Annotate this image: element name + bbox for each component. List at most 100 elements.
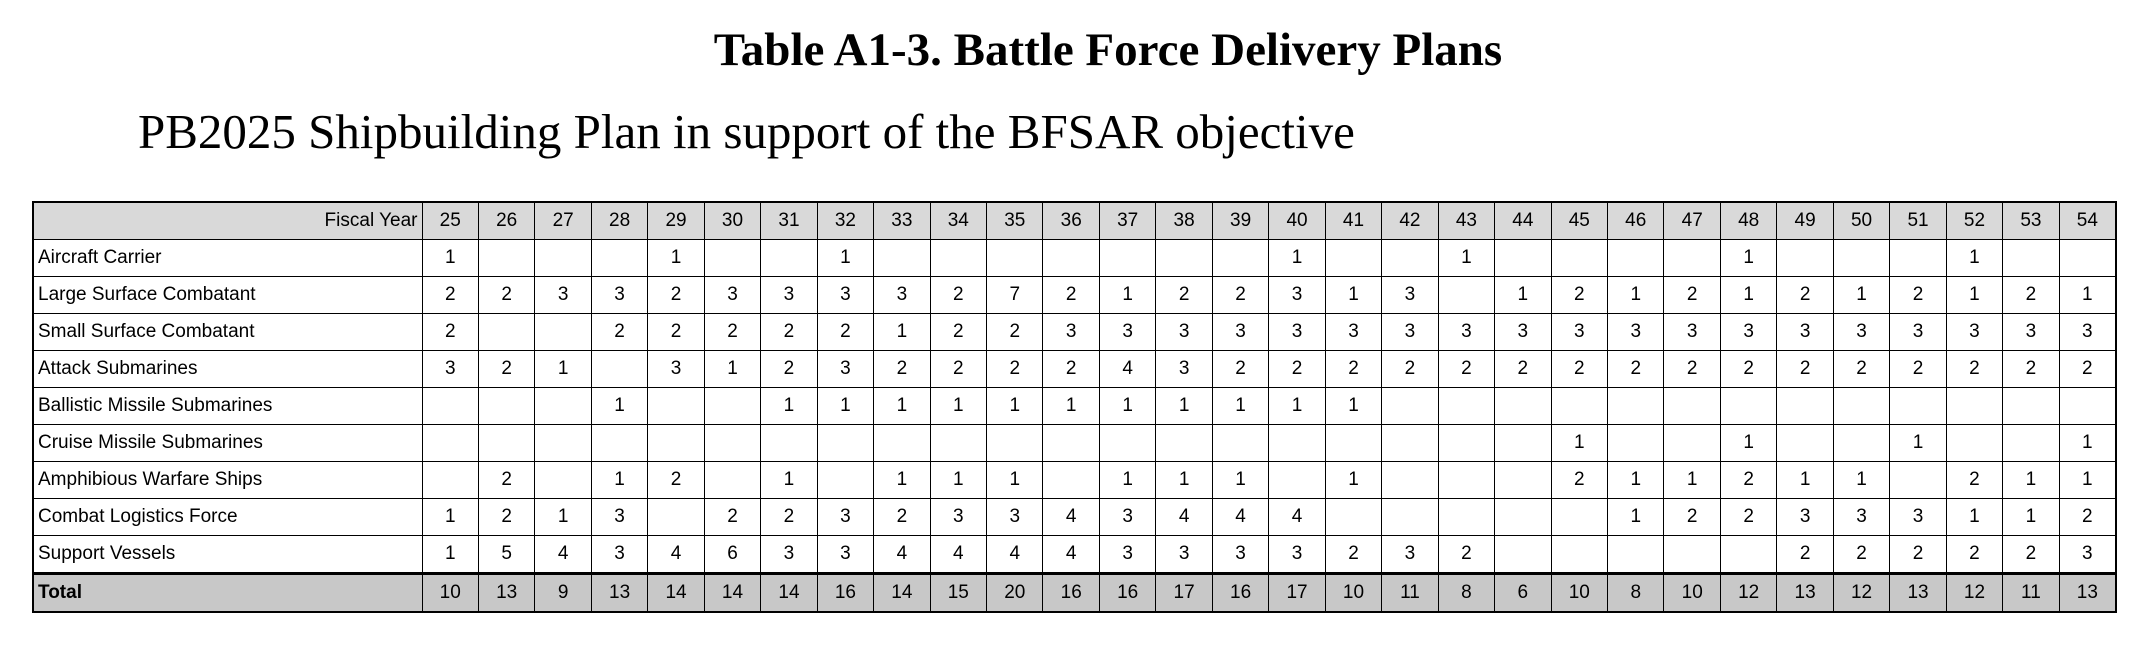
value-cell (703, 239, 762, 277)
value-cell: 2 (1042, 276, 1100, 314)
value-cell (1663, 387, 1721, 425)
value-cell: 1 (590, 387, 649, 425)
row-label: Attack Submarines (32, 350, 423, 388)
value-cell: 1 (2002, 498, 2060, 536)
value-cell (929, 239, 988, 277)
value-cell: 3 (1268, 276, 1326, 314)
value-cell: 2 (2002, 535, 2060, 574)
value-cell (1607, 535, 1665, 574)
value-cell: 1 (1042, 387, 1100, 425)
value-cell: 3 (590, 276, 649, 314)
value-cell: 14 (873, 572, 931, 613)
value-cell: 2 (1832, 535, 1891, 574)
value-cell: 3 (816, 276, 875, 314)
value-cell (1042, 239, 1100, 277)
fiscal-year-cell: 38 (1155, 201, 1213, 240)
value-cell: 2 (2058, 498, 2117, 536)
value-cell (534, 313, 592, 351)
value-cell: 4 (647, 535, 705, 574)
value-cell (1550, 535, 1609, 574)
value-cell: 2 (1663, 276, 1721, 314)
value-cell: 2 (986, 313, 1044, 351)
value-cell (1607, 424, 1665, 462)
value-cell: 1 (1663, 461, 1721, 499)
row-label: Total (32, 572, 423, 613)
value-cell: 13 (2058, 572, 2117, 613)
value-cell: 1 (760, 387, 818, 425)
value-cell (1324, 424, 1383, 462)
value-cell: 2 (421, 276, 479, 314)
value-cell: 2 (1381, 350, 1439, 388)
value-cell (873, 424, 931, 462)
value-cell (477, 387, 536, 425)
value-cell: 2 (1889, 350, 1947, 388)
value-cell: 2 (1889, 535, 1947, 574)
value-cell: 3 (1719, 313, 1778, 351)
fiscal-year-cell: 41 (1324, 201, 1383, 240)
value-cell: 4 (1042, 498, 1100, 536)
value-cell (816, 424, 875, 462)
value-cell: 2 (760, 350, 818, 388)
fiscal-year-cell: 54 (2058, 201, 2117, 240)
value-cell: 8 (1607, 572, 1665, 613)
value-cell: 3 (1381, 535, 1439, 574)
value-cell: 4 (929, 535, 988, 574)
value-cell: 1 (760, 461, 818, 499)
value-cell: 14 (647, 572, 705, 613)
value-cell: 4 (1155, 498, 1213, 536)
value-cell: 1 (986, 387, 1044, 425)
value-cell: 16 (1098, 572, 1157, 613)
value-cell: 3 (929, 498, 988, 536)
value-cell: 1 (1211, 387, 1270, 425)
value-cell: 4 (1098, 350, 1157, 388)
value-cell: 3 (1494, 313, 1552, 351)
fiscal-year-cell: 28 (590, 201, 649, 240)
value-cell: 12 (1832, 572, 1891, 613)
value-cell: 1 (590, 461, 649, 499)
value-cell (1437, 498, 1496, 536)
fiscal-year-cell: 37 (1098, 201, 1157, 240)
value-cell: 3 (1776, 498, 1834, 536)
value-cell: 3 (590, 535, 649, 574)
value-cell: 17 (1268, 572, 1326, 613)
value-cell (1494, 498, 1552, 536)
value-cell: 2 (1776, 535, 1834, 574)
row-label: Combat Logistics Force (32, 498, 423, 536)
value-cell (1607, 239, 1665, 277)
value-cell: 2 (1437, 350, 1496, 388)
value-cell: 2 (703, 313, 762, 351)
value-cell: 2 (1268, 350, 1326, 388)
value-cell: 2 (1776, 276, 1834, 314)
value-cell: 1 (703, 350, 762, 388)
value-cell: 1 (873, 461, 931, 499)
value-cell (816, 461, 875, 499)
value-cell: 2 (1494, 350, 1552, 388)
value-cell: 3 (1042, 313, 1100, 351)
value-cell: 2 (1550, 276, 1609, 314)
value-cell: 3 (1268, 535, 1326, 574)
value-cell (1776, 387, 1834, 425)
value-cell: 2 (1719, 461, 1778, 499)
value-cell: 3 (816, 350, 875, 388)
row-label: Amphibious Warfare Ships (32, 461, 423, 499)
value-cell: 3 (2002, 313, 2060, 351)
value-cell: 1 (1889, 424, 1947, 462)
value-cell (1550, 387, 1609, 425)
value-cell (1663, 239, 1721, 277)
value-cell: 3 (1776, 313, 1834, 351)
value-cell: 2 (1550, 350, 1609, 388)
value-cell (1381, 498, 1439, 536)
value-cell: 3 (1155, 313, 1213, 351)
value-cell: 2 (477, 350, 536, 388)
value-cell (2058, 239, 2117, 277)
value-cell (2002, 387, 2060, 425)
value-cell: 1 (421, 535, 479, 574)
value-cell: 1 (1211, 461, 1270, 499)
value-cell: 1 (1945, 276, 2004, 314)
value-cell (534, 239, 592, 277)
value-cell: 2 (703, 498, 762, 536)
value-cell (1550, 239, 1609, 277)
